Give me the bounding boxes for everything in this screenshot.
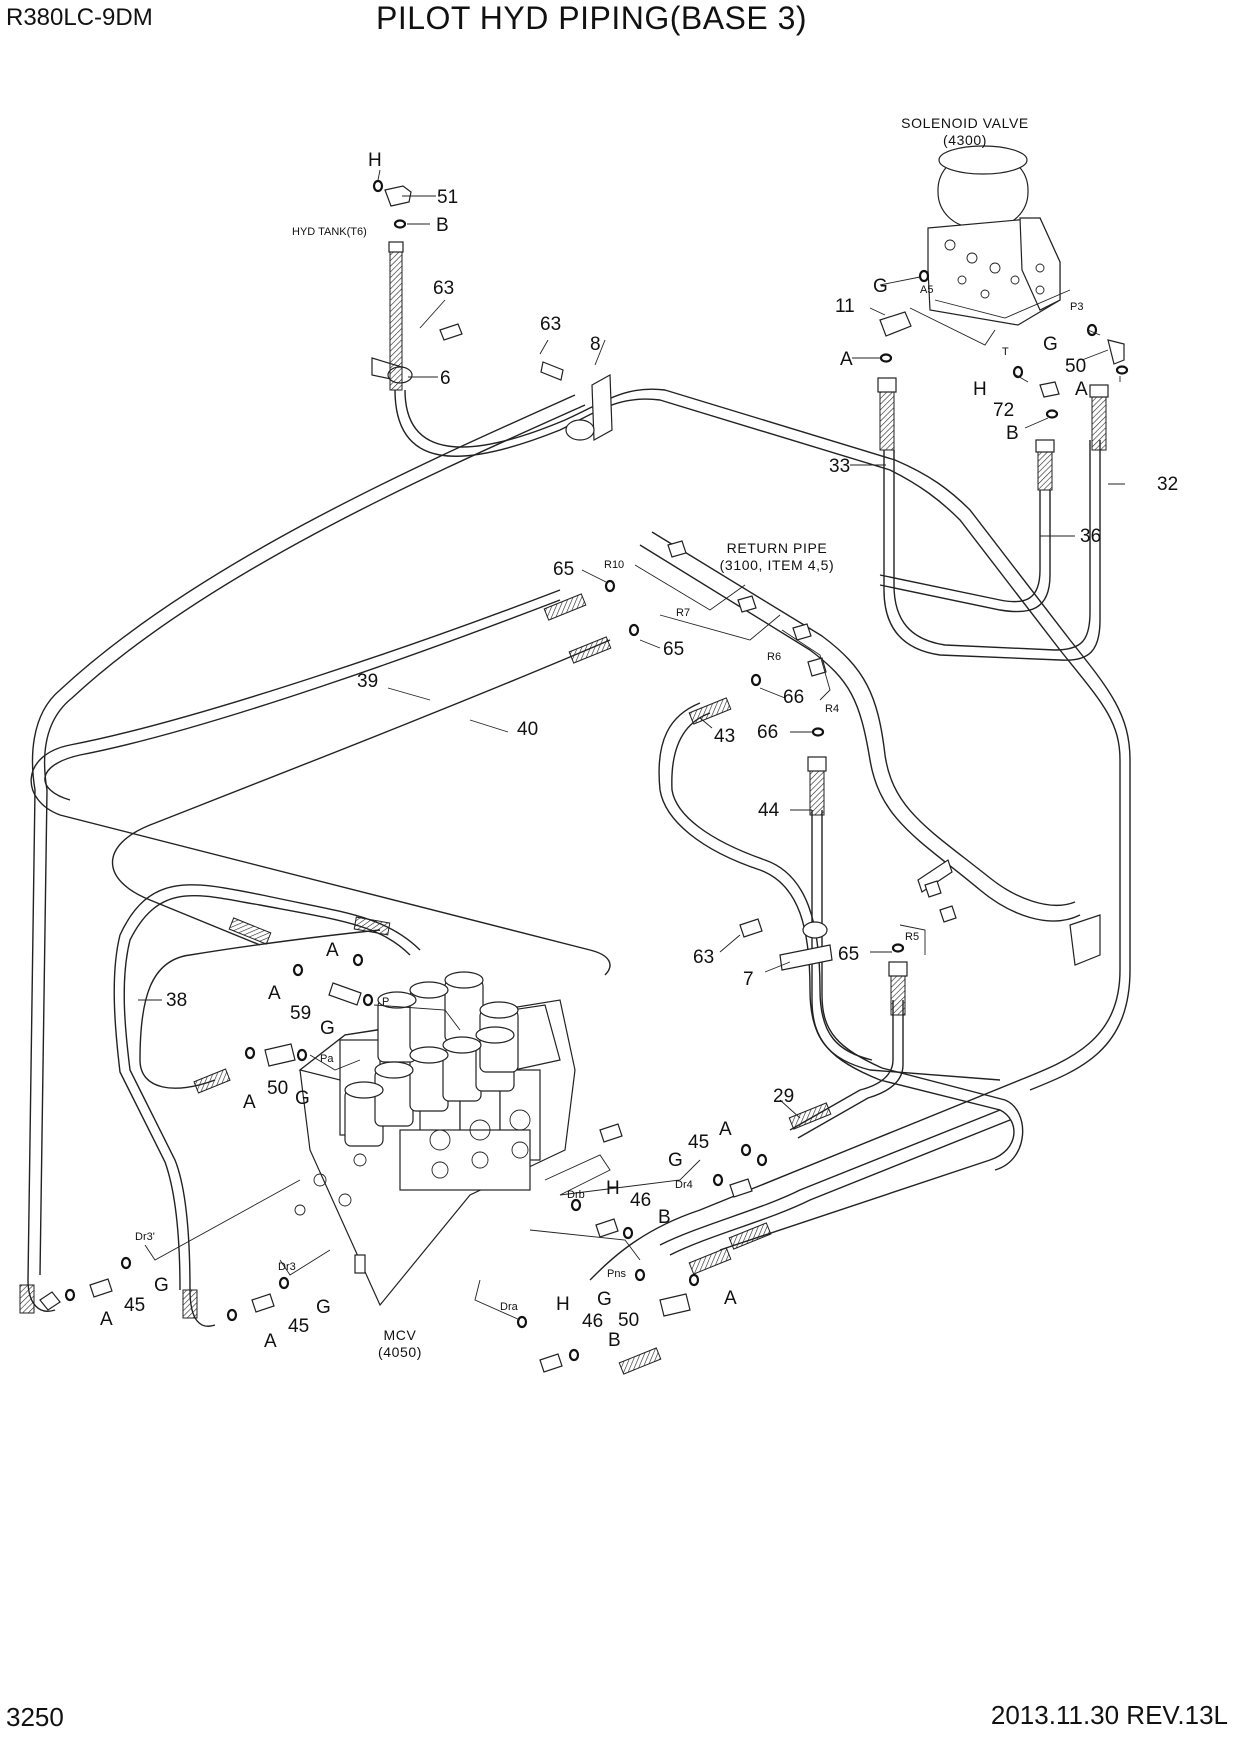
- callout-65-r7: 65: [663, 639, 684, 660]
- callout-A-p2: A: [268, 983, 281, 1004]
- callout-G-pns: G: [597, 1289, 612, 1310]
- connectors: [39, 185, 1125, 1373]
- callout-G-dr3: G: [316, 1297, 331, 1318]
- port-Dr3: Dr3: [278, 1261, 296, 1273]
- callout-45-dr3: 45: [288, 1316, 309, 1337]
- page-number: 3250: [6, 1702, 64, 1732]
- revision-date: 2013.11.30 REV.13L: [990, 1700, 1228, 1730]
- callout-51: 51: [437, 187, 458, 208]
- callout-36: 36: [1080, 526, 1101, 547]
- callout-G-pa: G: [295, 1088, 310, 1109]
- mcv-block: [294, 971, 576, 1307]
- callout-7: 7: [743, 969, 754, 990]
- port-labels: A5 P3 T R10 R7 R6 R4 R5 P Pa Drb Dr4 Pns…: [135, 284, 1083, 1313]
- callout-B-t: B: [1006, 423, 1019, 444]
- callout-G-dr3p: G: [154, 1275, 169, 1296]
- model-number: R380LC-9DM: [6, 4, 153, 31]
- callout-39: 39: [357, 671, 378, 692]
- callout-50-pa: 50: [267, 1078, 288, 1099]
- callout-43: 43: [714, 726, 735, 747]
- hose-fittings: [19, 241, 1109, 1375]
- callout-A-dr4: A: [719, 1119, 732, 1140]
- hyd-tank-label: HYD TANK(T6): [292, 226, 367, 238]
- return-pipe-label: RETURN PIPE: [727, 540, 828, 556]
- callout-H-drb: H: [606, 1178, 620, 1199]
- mcv-label: MCV: [384, 1327, 417, 1343]
- callout-63-top: 63: [433, 278, 454, 299]
- callout-45-dr3p: 45: [124, 1295, 145, 1316]
- port-A5: A5: [920, 284, 933, 296]
- port-Drb: Drb: [567, 1189, 585, 1201]
- callout-50-pns: 50: [618, 1310, 639, 1331]
- return-pipe-ref: (3100, ITEM 4,5): [720, 557, 835, 573]
- port-bracket-lines: [144, 289, 1071, 1321]
- callout-72: 72: [993, 400, 1014, 421]
- callout-63-mid: 63: [540, 314, 561, 335]
- callout-46-dra: 46: [582, 1311, 603, 1332]
- callout-B-dra: B: [608, 1330, 621, 1351]
- callout-11: 11: [835, 296, 855, 317]
- callout-H-t: H: [973, 379, 987, 400]
- port-R10: R10: [604, 559, 624, 571]
- callout-65-r5: 65: [838, 944, 859, 965]
- callout-A-sv: A: [840, 349, 853, 370]
- callout-H-tank: H: [368, 150, 382, 171]
- mcv-ref: (4050): [378, 1344, 422, 1360]
- callout-A-pa: A: [243, 1092, 256, 1113]
- port-R5: R5: [905, 931, 919, 943]
- callout-G-dr4: G: [668, 1150, 683, 1171]
- callout-59: 59: [290, 1003, 311, 1024]
- callout-A-pns: A: [724, 1288, 737, 1309]
- callout-45-dr4: 45: [688, 1132, 709, 1153]
- callout-A-dr3p: A: [100, 1309, 113, 1330]
- leader-lines: [138, 169, 1125, 1119]
- port-R6: R6: [767, 651, 781, 663]
- solenoid-valve-ref: (4300): [943, 132, 987, 148]
- callout-44: 44: [758, 800, 780, 821]
- port-R7: R7: [676, 607, 690, 619]
- page-title: PILOT HYD PIPING(BASE 3): [376, 0, 808, 36]
- callout-66-r6: 66: [783, 687, 804, 708]
- port-Dr3-prime: Dr3': [135, 1231, 155, 1243]
- callout-63-low: 63: [693, 947, 714, 968]
- callout-G-p3: G: [1043, 334, 1058, 355]
- callout-50-sv: 50: [1065, 356, 1086, 377]
- callout-A-p: A: [326, 940, 339, 961]
- callout-B-tank: B: [436, 215, 449, 236]
- port-R4: R4: [825, 703, 839, 715]
- callout-8: 8: [590, 334, 601, 355]
- port-P3: P3: [1070, 301, 1083, 313]
- port-Dra: Dra: [500, 1301, 519, 1313]
- pipe-runs: [27, 388, 1131, 1327]
- callout-29: 29: [773, 1086, 794, 1107]
- callout-38: 38: [166, 990, 187, 1011]
- callout-66-r4: 66: [757, 722, 778, 743]
- callout-46-drb: 46: [630, 1190, 651, 1211]
- callout-G-p: G: [320, 1018, 335, 1039]
- port-Pns: Pns: [607, 1268, 626, 1280]
- callout-A-dr3: A: [264, 1331, 277, 1352]
- callout-H-dra: H: [556, 1294, 570, 1315]
- callout-B-drb: B: [658, 1207, 671, 1228]
- part-callouts: H 51 B 63 6 63 8 11 G A G 50 A H 72 B 33…: [100, 150, 1178, 1352]
- callout-65-r10: 65: [553, 559, 574, 580]
- port-P: P: [382, 996, 389, 1008]
- callout-40: 40: [517, 719, 538, 740]
- callout-33: 33: [829, 456, 850, 477]
- callout-6: 6: [440, 368, 451, 389]
- port-T: T: [1002, 346, 1009, 358]
- callout-A-sv2: A: [1075, 379, 1088, 400]
- solenoid-valve-label: SOLENOID VALVE: [901, 115, 1029, 131]
- o-rings: [64, 179, 1129, 1362]
- callout-G-sv: G: [873, 276, 888, 297]
- port-Pa: Pa: [320, 1053, 334, 1065]
- solenoid-valve: [927, 145, 1061, 326]
- callout-32: 32: [1157, 474, 1178, 495]
- port-Dr4: Dr4: [675, 1179, 693, 1191]
